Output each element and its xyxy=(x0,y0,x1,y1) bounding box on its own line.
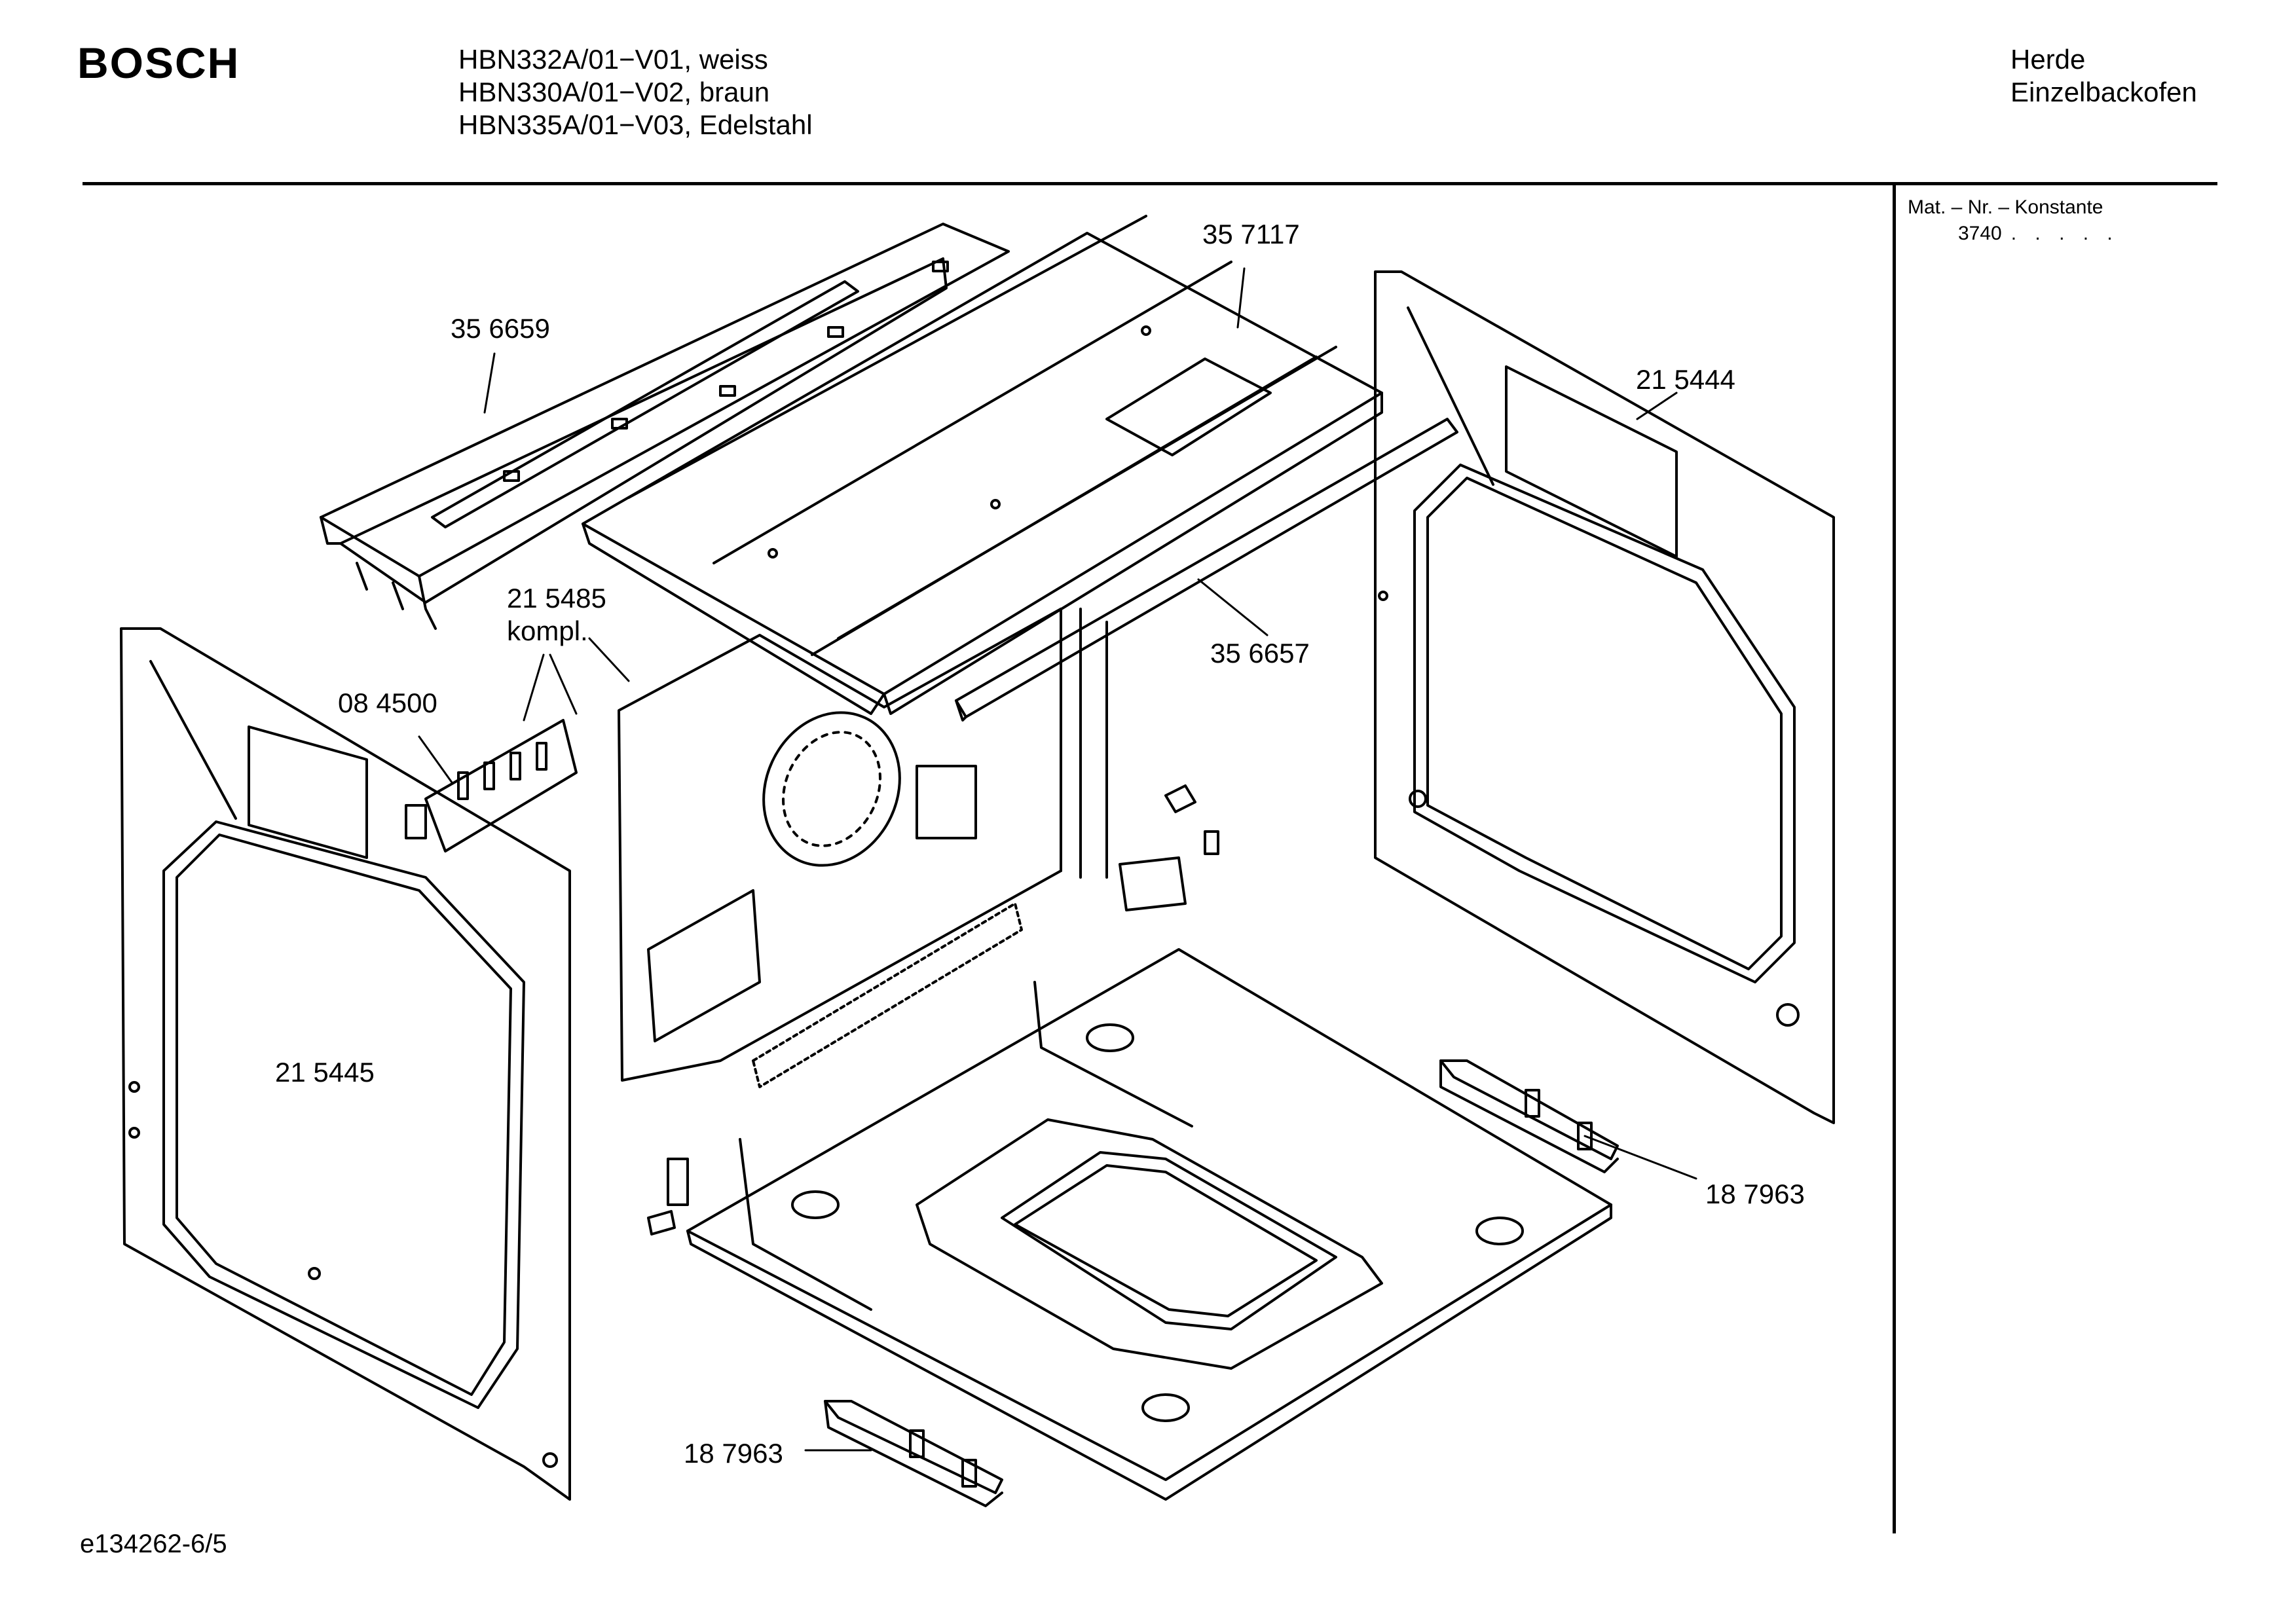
part-number-label: 21 5485 xyxy=(507,583,606,614)
part-number-label: 18 7963 xyxy=(1705,1179,1805,1209)
front-strip-part xyxy=(955,418,1458,722)
small-brackets xyxy=(647,784,1219,1236)
rail-right-part xyxy=(1439,1059,1619,1173)
brand-logo: BOSCH xyxy=(77,39,240,87)
category-line: Einzelbackofen xyxy=(2010,77,2197,107)
oven-cavity xyxy=(618,608,1108,1088)
rail-left-part xyxy=(824,1400,1003,1507)
category-line: Herde xyxy=(2010,44,2086,75)
mat-number-label: Mat. – Nr. – Konstante xyxy=(1908,196,2103,218)
mat-number-value: 3740 . . . . . xyxy=(1958,223,2119,245)
part-number-label: 35 6657 xyxy=(1210,638,1310,669)
model-line: HBN330A/01−V02, braun xyxy=(458,77,770,107)
part-number-label: 21 5445 xyxy=(275,1057,375,1088)
right-side-panel xyxy=(1374,270,1835,1124)
model-line: HBN335A/01−V03, Edelstahl xyxy=(458,109,813,140)
rear-rail-part xyxy=(320,223,1010,630)
part-number-label: 08 4500 xyxy=(338,687,437,718)
bottom-pan xyxy=(686,948,1612,1501)
part-number-label: 35 7117 xyxy=(1202,219,1300,249)
left-side-panel xyxy=(120,627,571,1501)
part-number-label: 18 7963 xyxy=(684,1438,783,1469)
part-number-label: 35 6659 xyxy=(451,313,550,344)
fan-bracket-part xyxy=(424,719,578,852)
part-number-label: 21 5444 xyxy=(1636,364,1735,395)
model-list: HBN332A/01−V01, weiss HBN330A/01−V02, br… xyxy=(458,43,813,141)
category-block: Herde Einzelbackofen xyxy=(2010,43,2197,109)
part-number-label: kompl. xyxy=(507,615,588,646)
mat-number: 3740 xyxy=(1958,223,2002,244)
drawing-id: e134262-6/5 xyxy=(80,1530,227,1558)
sidebar-divider xyxy=(1893,185,1896,1533)
leader-lines xyxy=(418,267,1697,1452)
model-line: HBN332A/01−V01, weiss xyxy=(458,44,768,75)
header-divider xyxy=(83,182,2217,185)
mat-number-dots: . . . . . xyxy=(2010,223,2119,244)
